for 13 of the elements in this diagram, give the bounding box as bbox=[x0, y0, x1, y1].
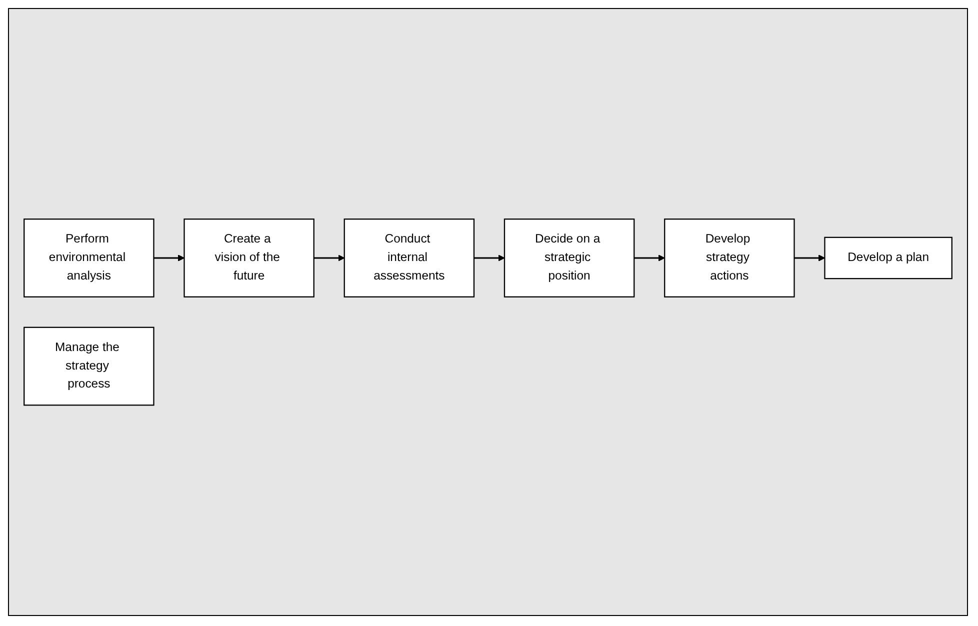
arrow bbox=[154, 254, 185, 262]
node-box bbox=[184, 218, 314, 298]
node-box bbox=[24, 326, 154, 406]
arrow bbox=[474, 254, 505, 262]
node-box bbox=[344, 218, 475, 298]
node-box bbox=[504, 218, 635, 298]
arrow bbox=[634, 254, 665, 262]
arrow bbox=[314, 254, 345, 262]
diagram-background: Perform environmental analysis Create a vision of the future Conduct internal assessments Decide on a strategic position Develop strategy actions Develop a plan Manage the strategy process bbox=[8, 8, 968, 616]
arrow bbox=[794, 254, 826, 262]
node-box bbox=[664, 218, 795, 298]
node-box bbox=[24, 218, 154, 298]
node-box bbox=[824, 236, 952, 280]
